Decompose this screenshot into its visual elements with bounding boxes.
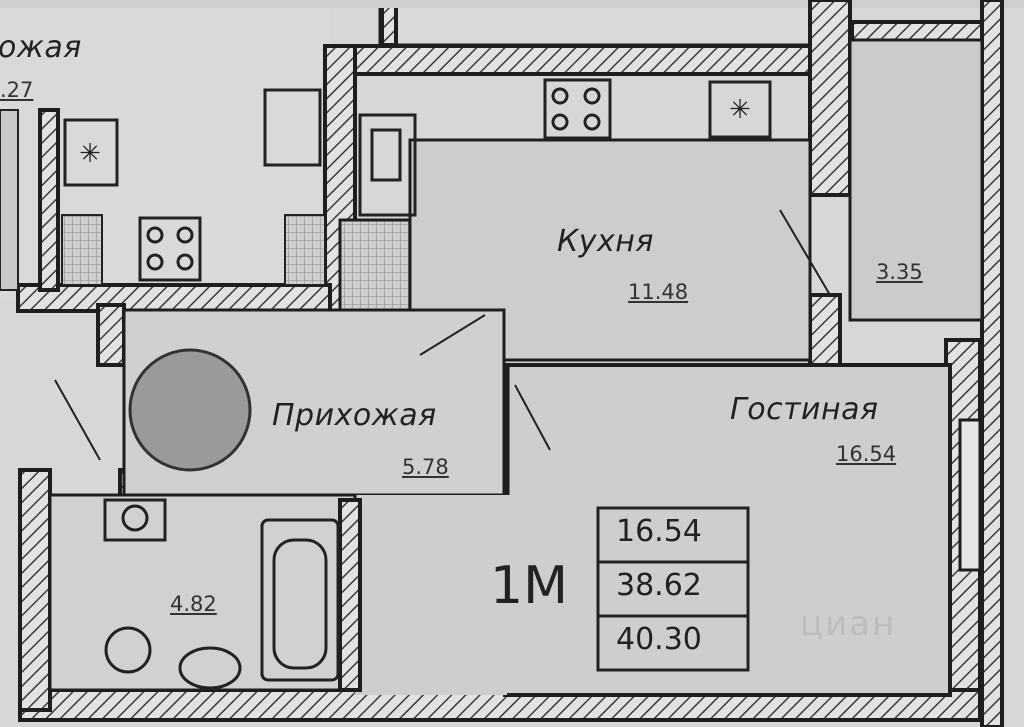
hallway-name: Прихожая: [272, 398, 437, 433]
living-name: Гостиная: [730, 392, 879, 427]
wall-corridor-left: [96, 303, 126, 367]
kitchen-name: Кухня: [557, 224, 654, 259]
svg-text:✳: ✳: [79, 139, 101, 169]
watermark: циан: [800, 604, 897, 644]
hallway-area: 5.78: [402, 455, 449, 479]
loggia-room: [848, 38, 984, 322]
wall-right-outer: [808, 0, 852, 197]
wall-far-right: [980, 0, 1004, 727]
wall-neighbor-left: [38, 108, 60, 292]
area-table: [596, 506, 750, 672]
bathroom-room: [48, 493, 357, 692]
apartment-type: 1М: [490, 556, 568, 616]
area-table-with-balcony: 40.30: [616, 622, 702, 657]
area-table-total: 38.62: [616, 568, 702, 603]
living-area: 16.54: [836, 442, 897, 466]
toilet: [104, 626, 152, 674]
bathroom-area: 4.82: [170, 592, 217, 616]
living-room: [503, 363, 952, 697]
loggia-area: 3.35: [876, 260, 923, 284]
wall-balcony-corner: [808, 293, 842, 367]
wall-bath-left: [18, 468, 52, 712]
neighbor-room-name: ожая: [0, 30, 82, 65]
svg-text:✳: ✳: [729, 95, 751, 125]
wall-kitchen-top: [323, 44, 837, 76]
wall-neighbor-bottom: [16, 283, 332, 313]
neighbor-room-area: .27: [0, 78, 34, 102]
round-table: [128, 348, 252, 472]
area-table-living: 16.54: [616, 514, 702, 549]
bathtub: [260, 518, 340, 682]
kitchen-area: 11.48: [628, 280, 689, 304]
